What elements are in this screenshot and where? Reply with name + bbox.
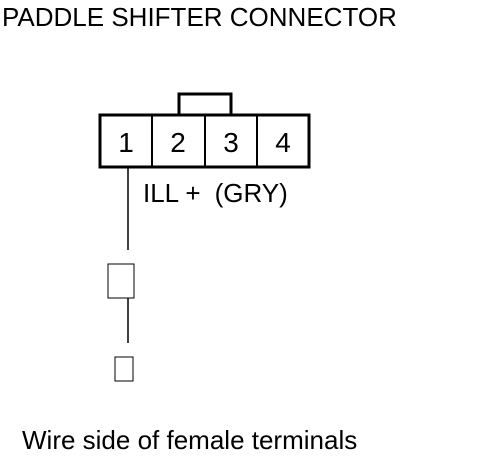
- pin-number-3: 3: [223, 127, 239, 158]
- wire-terminal-small: [114, 356, 134, 382]
- diagram-title: PADDLE SHIFTER CONNECTOR: [2, 2, 397, 32]
- wire-name: ILL +: [143, 178, 201, 208]
- diagram-caption: Wire side of female terminals: [22, 425, 358, 455]
- connector-lock-tab: [177, 92, 233, 115]
- pin-number-1: 1: [118, 127, 134, 158]
- wire-color-code: (GRY): [214, 178, 288, 208]
- pin-number-2: 2: [170, 127, 186, 158]
- wire-terminal-large: [107, 263, 135, 299]
- pin-number-4: 4: [275, 127, 291, 158]
- wire-label: ILL + (GRY): [143, 178, 288, 208]
